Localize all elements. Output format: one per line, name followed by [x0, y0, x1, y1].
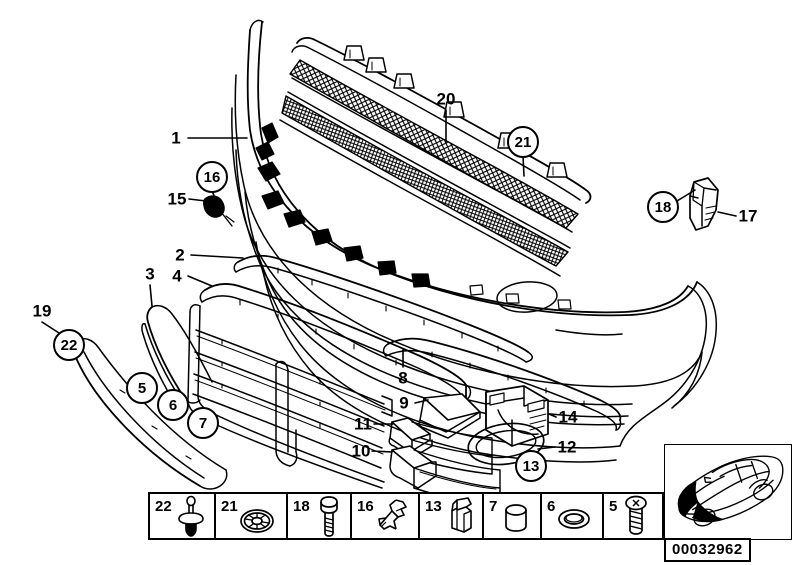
legend-number: 7 — [489, 498, 498, 515]
part-fog-light-housing — [485, 385, 549, 447]
callout-8: 8 — [398, 368, 408, 388]
legend-cell-22: 22 — [150, 494, 216, 538]
part-grille-center — [187, 283, 472, 489]
legend-cell-7: 7 — [484, 494, 542, 538]
part-mounting-bracket — [689, 177, 719, 231]
legend-cell-13: 13 — [420, 494, 484, 538]
part-sealing-ring — [467, 422, 545, 466]
retaining-clip-icon — [444, 495, 478, 537]
part-upper-grille — [279, 36, 592, 277]
part-grille-trim-upper — [233, 254, 533, 363]
callout-1: 1 — [171, 128, 181, 148]
cover-surface-detail — [255, 122, 572, 310]
hardware-legend: 22 21 — [148, 492, 664, 540]
legend-number: 16 — [357, 498, 374, 515]
callout-6: 6 — [157, 389, 189, 421]
legend-number: 18 — [293, 498, 310, 515]
part-small-clip — [203, 195, 235, 227]
callout-5: 5 — [126, 372, 158, 404]
callout-2: 2 — [175, 245, 185, 265]
diagram-id-label: 00032962 — [664, 538, 751, 563]
callout-14: 14 — [558, 407, 578, 427]
callout-21: 21 — [507, 126, 539, 158]
callout-13: 13 — [515, 450, 547, 482]
legend-number: 21 — [221, 498, 238, 515]
phillips-screw-icon — [619, 495, 653, 537]
legend-cell-5: 5 — [604, 494, 662, 538]
car-front-highlight-icon — [677, 455, 784, 527]
legend-number: 13 — [425, 498, 442, 515]
callout-18: 18 — [647, 191, 679, 223]
part-lower-spoiler — [382, 337, 622, 431]
callout-15: 15 — [167, 189, 187, 209]
callout-20: 20 — [436, 89, 456, 109]
vehicle-thumbnail — [664, 444, 792, 540]
part-bumper-cover — [231, 19, 718, 463]
clip-bracket-icon — [376, 495, 410, 537]
callout-3: 3 — [145, 264, 155, 284]
washer-icon — [557, 495, 591, 537]
callout-17: 17 — [738, 206, 758, 226]
callout-10: 10 — [351, 441, 371, 461]
legend-cell-6: 6 — [542, 494, 604, 538]
spacer-sleeve-icon — [499, 495, 533, 537]
callout-12: 12 — [557, 437, 577, 457]
callout-16: 16 — [196, 161, 228, 193]
part-moulding-strip — [72, 337, 228, 490]
callout-11: 11 — [354, 414, 372, 434]
grommet-icon — [239, 495, 274, 537]
legend-number: 5 — [609, 498, 618, 515]
legend-number: 22 — [155, 498, 172, 515]
legend-cell-16: 16 — [352, 494, 420, 538]
callout-4: 4 — [172, 266, 182, 286]
callout-9: 9 — [399, 393, 409, 413]
expanding-rivet-icon — [174, 495, 208, 537]
part-grille-insert-left — [388, 417, 493, 475]
callout-22: 22 — [53, 329, 85, 361]
hex-bolt-icon — [312, 495, 346, 537]
legend-cell-18: 18 — [288, 494, 352, 538]
legend-cell-21: 21 — [216, 494, 288, 538]
legend-number: 6 — [547, 498, 556, 515]
callout-19: 19 — [32, 301, 52, 321]
callout-7: 7 — [187, 407, 219, 439]
part-air-duct-grille — [389, 445, 501, 507]
